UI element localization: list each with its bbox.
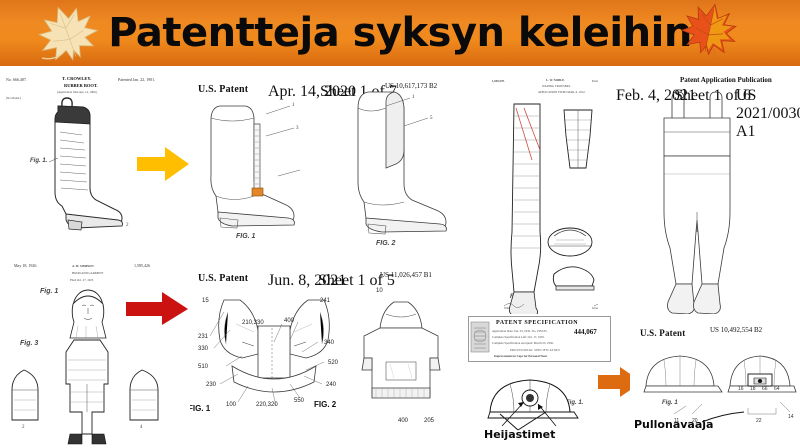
svg-text:210,330: 210,330 xyxy=(242,320,264,326)
svg-text:510: 510 xyxy=(198,364,209,370)
svg-text:1: 1 xyxy=(292,103,295,108)
svg-text:10: 10 xyxy=(376,288,383,294)
doc-rainsuit-old: May 18, 1926. A. M. SIMPSON HOOD AND GAR… xyxy=(0,256,185,448)
svg-text:15: 15 xyxy=(202,298,209,304)
rainsuit-old-drawing: 2 4 xyxy=(0,256,185,448)
bottle-opener-leader-line xyxy=(700,410,760,432)
svg-text:230: 230 xyxy=(206,382,217,388)
svg-text:4: 4 xyxy=(140,425,143,430)
svg-text:2: 2 xyxy=(126,223,129,228)
svg-text:5: 5 xyxy=(430,116,433,121)
page-header-banner: Patentteja syksyn keleihin xyxy=(0,0,800,66)
svg-text:3: 3 xyxy=(296,126,299,131)
svg-text:400: 400 xyxy=(284,318,295,324)
doc-waders-new: Patent Application Publication Feb. 4, 2… xyxy=(598,66,800,316)
svg-text:231: 231 xyxy=(198,334,209,340)
doc-boot-new: U.S. Patent Apr. 14, 2020 Sheet 1 of 7 U… xyxy=(190,66,480,251)
boot-new-drawing: 1 3 1 5 xyxy=(190,66,480,251)
hoodie-new-drawing: 231 330 510 230 100 210,330 400 220,320 … xyxy=(190,256,480,448)
svg-text:520: 520 xyxy=(328,360,339,366)
doc-hoodie-new: U.S. Patent Jun. 8, 2021 Sheet 1 of 5 US… xyxy=(190,256,480,448)
svg-text:100: 100 xyxy=(226,402,237,408)
arrow-hoodie xyxy=(122,288,192,328)
svg-text:2: 2 xyxy=(22,425,25,430)
svg-text:18: 18 xyxy=(750,386,756,392)
waders-new-drawing xyxy=(598,66,800,316)
svg-text:220,320: 220,320 xyxy=(256,402,278,408)
svg-text:241: 241 xyxy=(320,298,331,304)
svg-text:1: 1 xyxy=(412,95,415,100)
svg-text:66: 66 xyxy=(762,386,768,392)
svg-text:14: 14 xyxy=(788,414,794,420)
svg-text:64: 64 xyxy=(774,386,780,392)
svg-text:550: 550 xyxy=(294,398,305,404)
svg-text:240: 240 xyxy=(326,382,337,388)
svg-text:330: 330 xyxy=(198,346,209,352)
maple-leaf-icon xyxy=(680,2,744,64)
svg-text:400: 400 xyxy=(398,418,409,424)
svg-text:205: 205 xyxy=(424,418,435,424)
svg-text:340: 340 xyxy=(324,340,335,346)
arrow-boot xyxy=(133,143,193,187)
svg-text:16: 16 xyxy=(738,386,744,392)
reflectors-leader-line xyxy=(498,406,568,432)
